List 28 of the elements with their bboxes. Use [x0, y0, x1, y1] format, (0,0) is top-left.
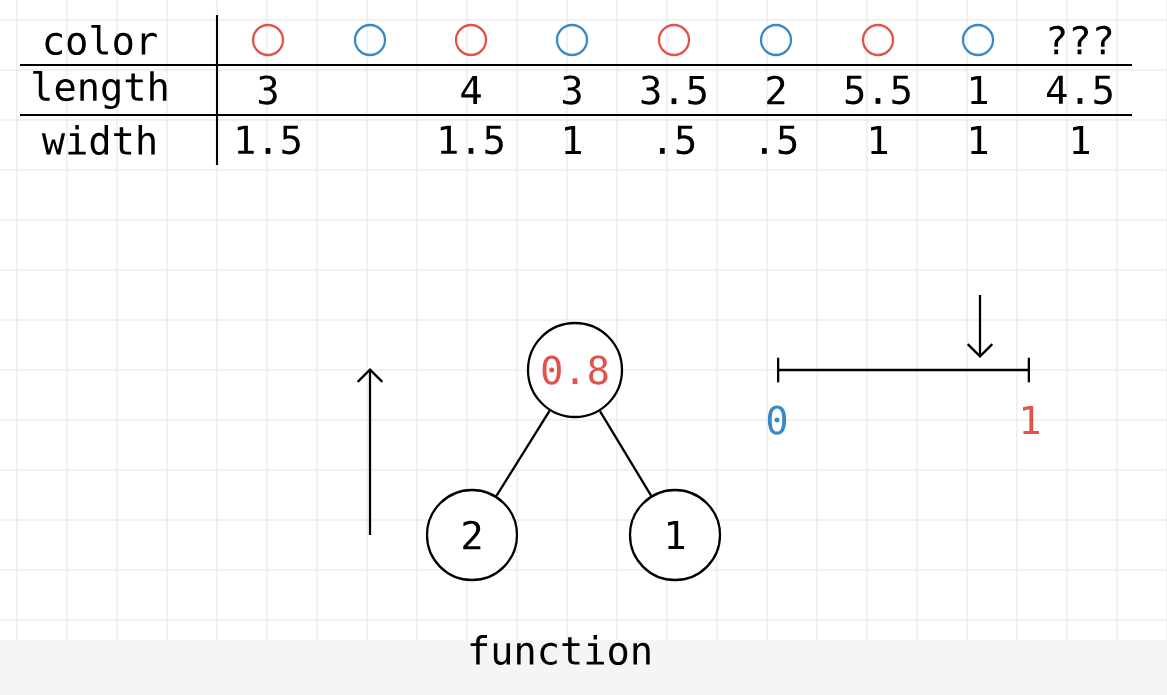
tree-node: 0.8 [526, 321, 624, 419]
table-cell: 1.5 [440, 125, 503, 155]
table-cell: 4 [461, 75, 481, 105]
table-cell: .5 [761, 125, 797, 155]
table-cell: 1.5 [237, 125, 300, 155]
table-cell: 1 [1073, 125, 1089, 155]
scale-label: 1 [1023, 405, 1039, 435]
table-cell: 2 [767, 75, 785, 105]
table-cell: ??? [1049, 25, 1112, 55]
row-header: color [45, 24, 157, 56]
table-cell: .5 [659, 125, 695, 155]
table-cell: 3.5 [641, 75, 706, 105]
table-cell: 3 [258, 75, 277, 105]
connector-line [495, 410, 551, 497]
table-cell: 5.5 [845, 75, 910, 105]
table-cell: 1 [971, 75, 987, 105]
table-cell: 4.5 [1047, 75, 1112, 105]
table-cell: 1 [971, 125, 987, 155]
scale-label: 0 [767, 405, 787, 435]
row-header: width [41, 125, 155, 155]
connector-line [598, 410, 653, 497]
tree-node: 1 [628, 488, 722, 582]
table-cell: 1 [565, 125, 581, 155]
row-header: length [33, 71, 167, 109]
table-cell: 1 [871, 125, 887, 155]
tree-node: 2 [425, 488, 519, 582]
table-cell: 3 [562, 75, 581, 105]
caption-text: function [470, 635, 650, 665]
